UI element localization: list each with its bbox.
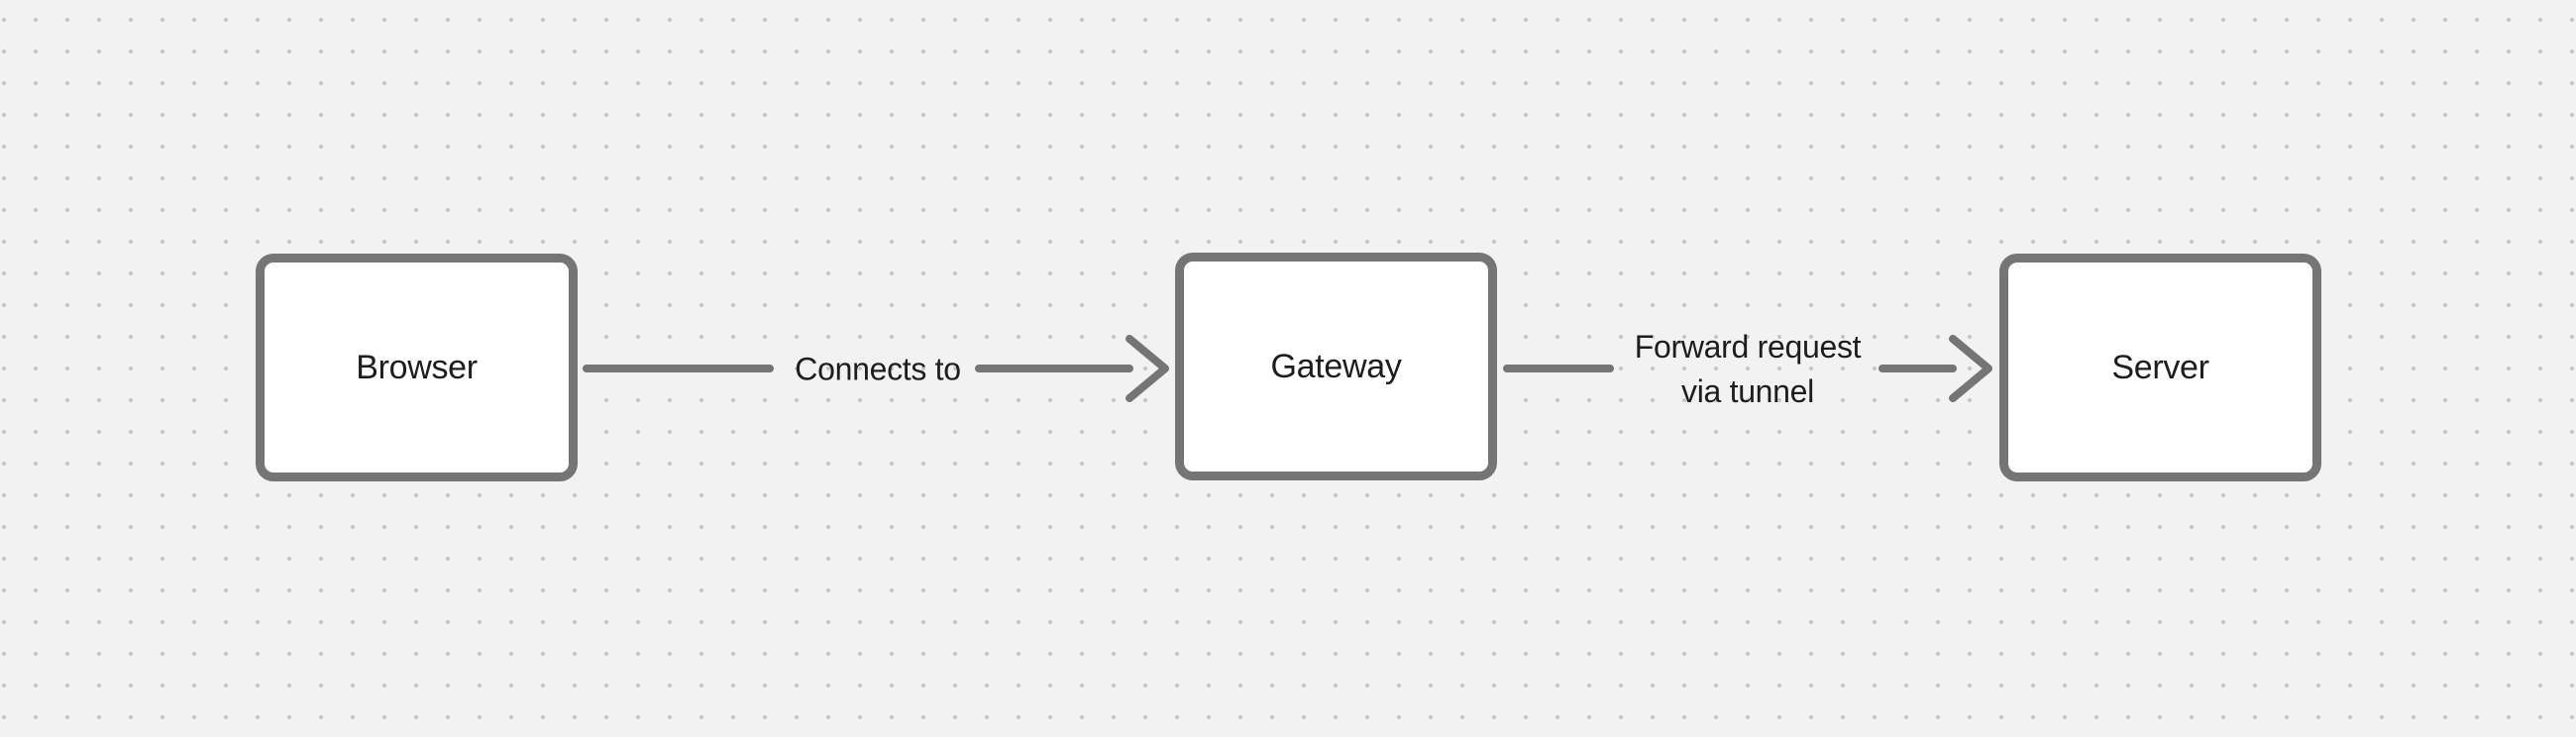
node-server[interactable]: Server — [1999, 254, 2321, 481]
node-server-label: Server — [2111, 348, 2209, 386]
edge-gateway-server[interactable] — [1503, 335, 1992, 402]
node-browser[interactable]: Browser — [256, 254, 578, 481]
node-gateway-label: Gateway — [1270, 347, 1402, 385]
node-gateway[interactable]: Gateway — [1175, 253, 1497, 480]
edge-browser-gateway[interactable] — [583, 335, 1169, 402]
edge-label-forward-request-via-tunnel[interactable]: Forward request via tunnel — [1634, 329, 1862, 409]
arrowhead-icon — [1126, 335, 1169, 402]
node-browser-label: Browser — [356, 348, 478, 386]
arrowhead-icon — [1949, 335, 1992, 402]
edge-label-connects-to[interactable]: Connects to — [795, 351, 961, 387]
